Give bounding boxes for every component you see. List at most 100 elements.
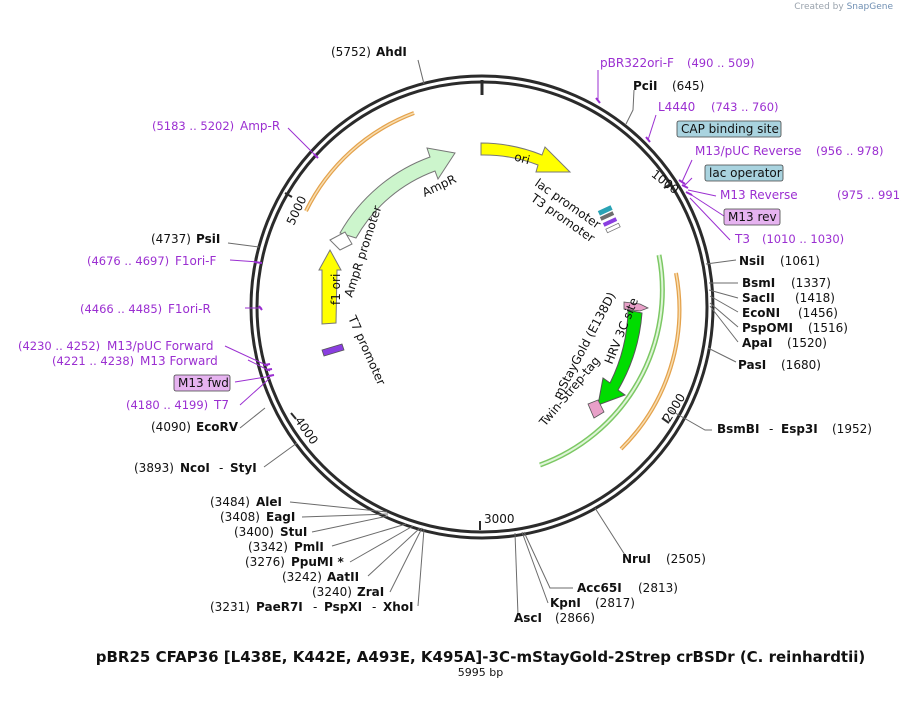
feature-twinstrep-marker (587, 399, 605, 419)
enzyme-econi: EcoNI (742, 306, 780, 320)
enzyme-pasi: PasI (738, 358, 766, 372)
primer-t7-pos: (4180 .. 4199) (126, 398, 208, 412)
enzyme-apai-pos: (1520) (787, 336, 827, 350)
enzyme-pmli-pos: (3342) (248, 540, 288, 554)
lac-operator-box (704, 164, 784, 182)
primer-pbr322ori-f: pBR322ori-F (600, 56, 674, 70)
enzyme-sacii: SacII (742, 291, 775, 305)
enzyme-stui-pos: (3400) (234, 525, 274, 539)
enzyme-pspomi: PspOMI (742, 321, 793, 335)
primer-connectors (224, 70, 731, 406)
enzyme-paer7i-pos: (3231) (210, 600, 250, 614)
enzyme-sep-3: - (313, 600, 317, 614)
enzyme-aatii-pos: (3242) (282, 570, 322, 584)
enzyme-labels-left: (5752) AhdI (4737) PsiI (4090) EcoRV (38… (134, 45, 414, 614)
enzyme-psii-pos: (4737) (151, 232, 191, 246)
feature-t7-marker (321, 343, 345, 357)
primer-labels-left: (5183 .. 5202) Amp-R (4676 .. 4697) F1or… (18, 119, 280, 412)
cap-binding-box (676, 120, 782, 138)
primer-t7: T7 (213, 398, 229, 412)
enzyme-bsmbi-pos: (1952) (832, 422, 872, 436)
primer-amp-r: Amp-R (240, 119, 280, 133)
enzyme-alei-pos: (3484) (210, 495, 250, 509)
enzyme-apai: ApaI (742, 336, 772, 350)
primer-f1ori-r-pos: (4466 .. 4485) (80, 302, 162, 316)
enzyme-stui: StuI (280, 525, 307, 539)
primer-m13-fwd: M13 fwd (178, 376, 229, 390)
primer-m13-reverse: M13 Reverse (720, 188, 798, 202)
feature-t7-promoter-label: T7 promoter (345, 313, 389, 388)
primer-m13-forward-pos: (4221 .. 4238) (52, 354, 134, 368)
credit-brand: SnapGene (846, 2, 893, 12)
enzyme-ncoi-pos: (3893) (134, 461, 174, 475)
enzyme-styi: StyI (230, 461, 257, 475)
enzyme-ppumi: PpuMI * (291, 555, 345, 569)
feature-f1ori-arrow (318, 248, 342, 325)
primer-m13puc-forward: M13/pUC Forward (107, 339, 214, 353)
enzyme-esp3i: Esp3I (781, 422, 818, 436)
primer-m13-rev: M13 rev (728, 210, 777, 224)
enzyme-bsmbi: BsmBI (717, 422, 759, 436)
enzyme-pspomi-pos: (1516) (808, 321, 848, 335)
enzyme-sep-1: - (769, 422, 773, 436)
enzyme-eagi: EagI (266, 510, 295, 524)
enzyme-psii: PsiI (196, 232, 220, 246)
m13-rev-box (723, 208, 781, 226)
enzyme-sacii-pos: (1418) (795, 291, 835, 305)
m13-fwd-box (173, 374, 231, 392)
backbone-outer (249, 74, 715, 540)
feature-ampr-promoter-arrow (329, 231, 353, 251)
primer-f1ori-f: F1ori-F (175, 254, 216, 268)
enzyme-bsmi: BsmI (742, 276, 775, 290)
enzyme-zrai-pos: (3240) (312, 585, 352, 599)
enzyme-sep-4: - (372, 600, 376, 614)
feature-lac-cluster (597, 205, 621, 234)
primer-labels-right: pBR322ori-F (490 .. 509) L4440 (743 .. 7… (600, 56, 901, 246)
track-orange-right-inner (620, 272, 681, 450)
enzyme-pasi-pos: (1680) (781, 358, 821, 372)
feature-ampr-arrow (339, 147, 456, 239)
enzyme-ecorv-pos: (4090) (151, 420, 191, 434)
feature-mstaygold-arrow (597, 309, 643, 406)
plasmid-length: 5995 bp (457, 666, 504, 679)
enzyme-ncoi: NcoI (180, 461, 210, 475)
enzyme-connectors-left (227, 59, 425, 607)
enzyme-pmli: PmlI (294, 540, 324, 554)
enzyme-ahdi-pos: (5752) (331, 45, 371, 59)
plasmid-title: pBR25 CFAP36 [L438E, K442E, A493E, K495A… (95, 648, 866, 666)
primer-l4440: L4440 (658, 100, 695, 114)
enzyme-acc65i: Acc65I (577, 581, 622, 595)
primer-f1ori-f-pos: (4676 .. 4697) (87, 254, 169, 268)
enzyme-ppumi-pos: (3276) (245, 555, 285, 569)
enzyme-alei: AleI (256, 495, 282, 509)
enzyme-nrui-pos: (2505) (666, 552, 706, 566)
enzyme-asci: AscI (514, 611, 542, 625)
feature-lac-operator: lac operator (709, 166, 782, 180)
enzyme-eagi-pos: (3408) (220, 510, 260, 524)
primer-pbr322ori-f-pos: (490 .. 509) (687, 56, 755, 70)
credit-prefix: Created by (794, 2, 844, 12)
enzyme-acc65i-pos: (2813) (638, 581, 678, 595)
enzyme-econi-pos: (1456) (798, 306, 838, 320)
enzyme-ahdi: AhdI (376, 45, 407, 59)
primer-amp-r-pos: (5183 .. 5202) (152, 119, 234, 133)
tick-3000: 3000 (479, 512, 515, 530)
enzyme-pcii: PciI (633, 79, 658, 93)
enzyme-connectors-right (514, 89, 739, 616)
enzyme-paer7i: PaeR7I (256, 600, 303, 614)
enzyme-nsii-pos: (1061) (780, 254, 820, 268)
primer-m13puc-reverse: M13/pUC Reverse (695, 144, 802, 158)
track-orange-left (304, 111, 415, 212)
enzyme-sep-2: - (219, 461, 223, 475)
primer-t3: T3 (734, 232, 750, 246)
track-orange-left-inner (305, 112, 415, 212)
tick-label-3000: 3000 (484, 512, 515, 526)
track-green-right-inner (539, 254, 664, 466)
enzyme-xhoi: XhoI (383, 600, 414, 614)
enzyme-pspxi: PspXI (324, 600, 362, 614)
primer-f1ori-r: F1ori-R (168, 302, 211, 316)
primer-t3-pos: (1010 .. 1030) (762, 232, 844, 246)
enzyme-bsmi-pos: (1337) (791, 276, 831, 290)
enzyme-nsii: NsiI (739, 254, 765, 268)
